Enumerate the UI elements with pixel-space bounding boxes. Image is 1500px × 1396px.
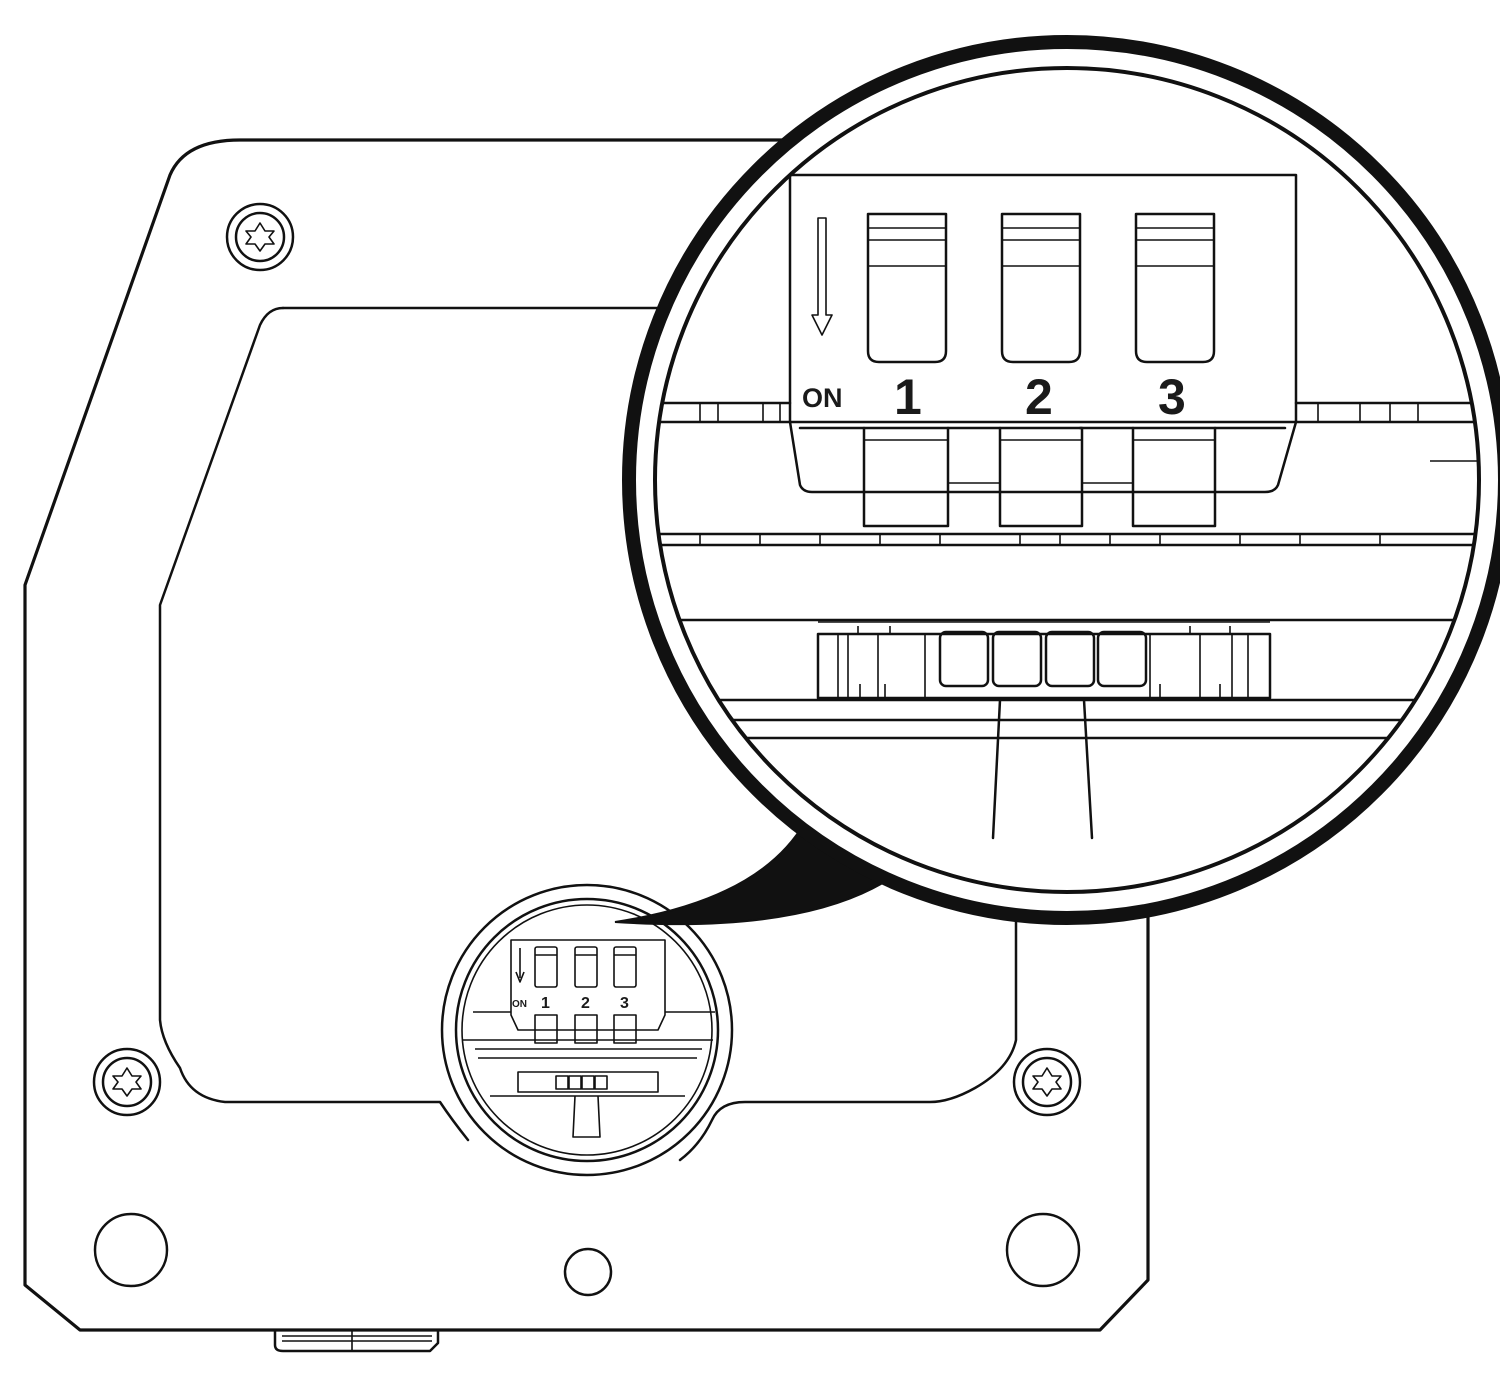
connector <box>816 621 1272 840</box>
small-switch-3-label: 3 <box>620 995 629 1012</box>
screw-top-left <box>225 202 295 272</box>
switch-1-label: 1 <box>894 369 922 425</box>
torx-screw-icon <box>1032 1067 1062 1097</box>
small-on-label: ON <box>512 999 527 1010</box>
torx-screw-icon <box>112 1067 142 1097</box>
switch-3-label: 3 <box>1158 369 1186 425</box>
dip-switch-3[interactable] <box>1131 212 1217 528</box>
small-switch-2-label: 2 <box>581 995 590 1012</box>
small-switch-1-label: 1 <box>541 995 550 1012</box>
mount-hole-left <box>93 1212 169 1288</box>
switch-2-label: 2 <box>1025 369 1053 425</box>
mount-hole-right <box>1005 1212 1081 1288</box>
mount-hole-center <box>563 1247 613 1297</box>
screw-bottom-right <box>1012 1047 1082 1117</box>
screw-bottom-left <box>92 1047 162 1117</box>
down-arrow-icon <box>811 217 833 336</box>
dip-switch-port: ON 1 2 3 <box>440 883 734 1177</box>
torx-screw-icon <box>245 222 275 252</box>
on-label: ON <box>802 383 843 413</box>
dip-switch-1[interactable] <box>862 212 950 528</box>
magnified-view: ON 1 2 3 <box>622 35 1500 925</box>
dip-switch-2[interactable] <box>998 212 1084 528</box>
